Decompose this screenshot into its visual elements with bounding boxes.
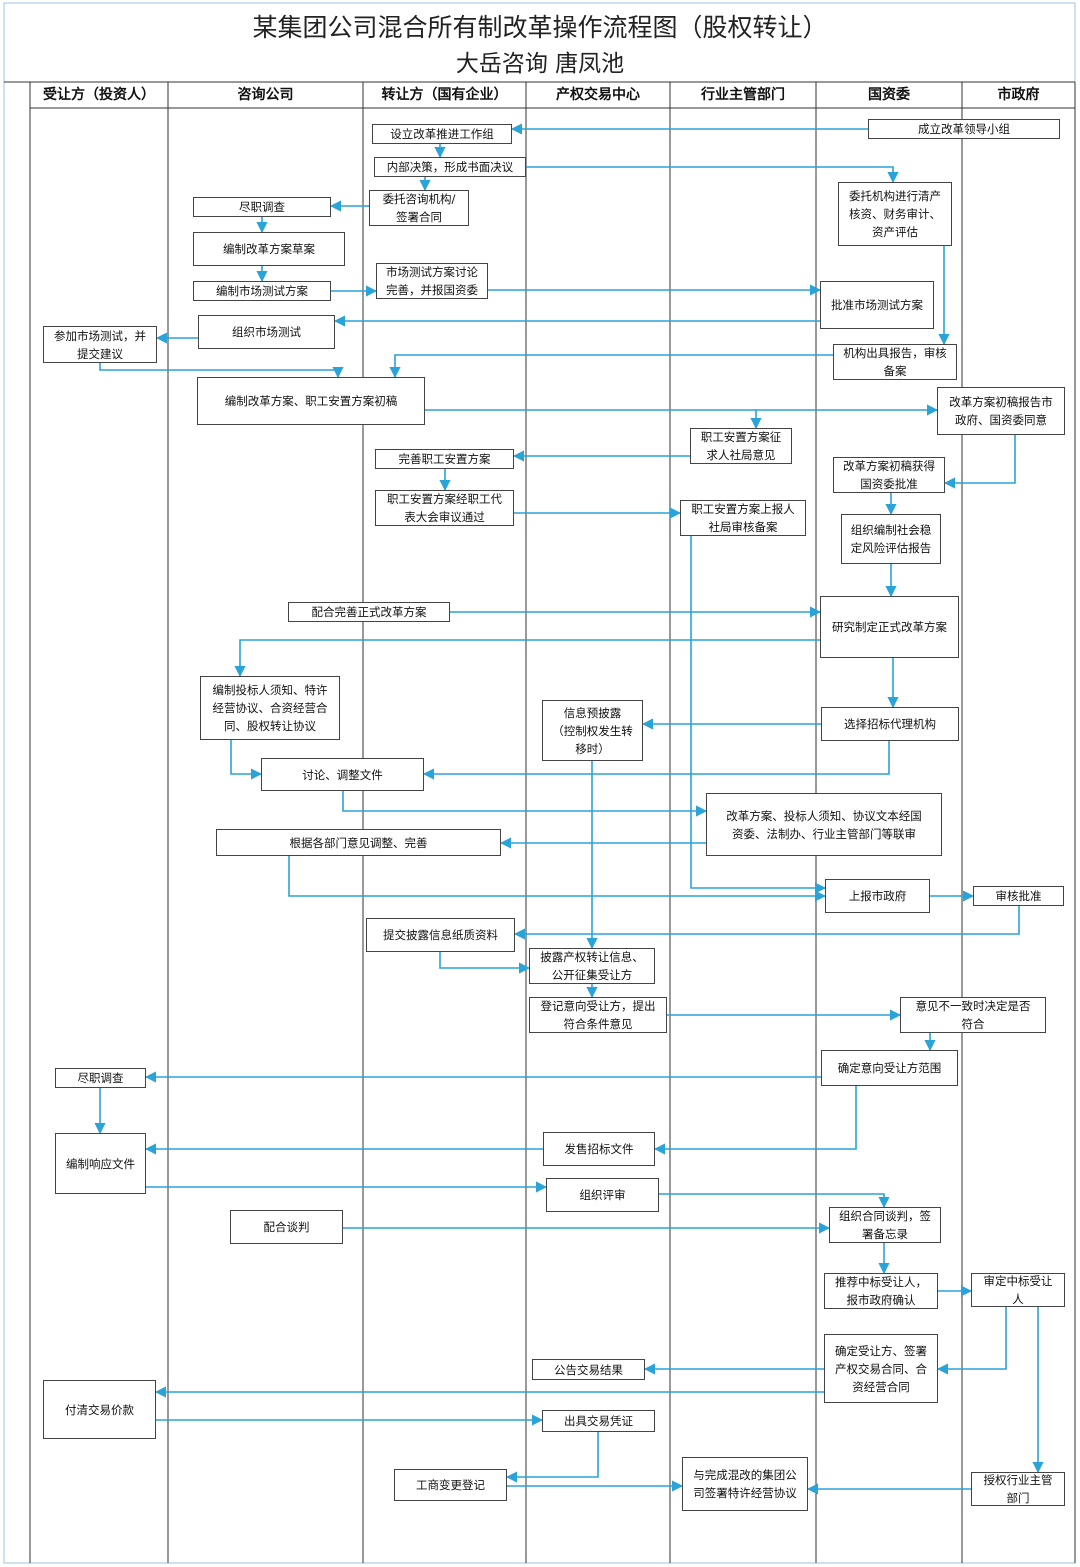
connector-arrow-12 — [99, 363, 344, 379]
step-bid-documents: 编制投标人须知、特许 经营协议、合资经营合 同、股权转让协议 — [200, 676, 340, 740]
step-market-test-review: 市场测试方案讨论 完善，并报国资委 — [376, 263, 488, 299]
step-city-gov-approve: 审核批准 — [973, 886, 1064, 906]
lane-header-exchange: 产权交易中心 — [556, 87, 640, 103]
step-risk-assessment: 组织编制社会稳 定风险评估报告 — [841, 514, 941, 564]
step-assist-formal-plan: 配合完善正式改革方案 — [288, 602, 450, 622]
step-due-diligence-investor: 尽职调查 — [55, 1068, 146, 1088]
step-business-registration: 工商变更登记 — [394, 1469, 507, 1501]
step-pay-price: 付清交易价款 — [43, 1380, 156, 1439]
step-asset-audit: 委托机构进行清产 核资、财务审计、 资产评估 — [838, 182, 952, 246]
connector-arrow-30 — [342, 791, 708, 817]
step-approve-winner: 审定中标受让 人 — [971, 1273, 1065, 1307]
step-organize-market-test: 组织市场测试 — [198, 315, 335, 349]
connector-arrow-35 — [513, 906, 1020, 940]
step-hire-consultant: 委托咨询机构/ 签署合同 — [369, 190, 469, 226]
page-title: 某集团公司混合所有制改革操作流程图（股权转让） — [252, 13, 828, 42]
step-plan-report-approval: 改革方案初稿报告市 政府、国资委同意 — [937, 387, 1065, 435]
step-submit-disclosure-docs: 提交披露信息纸质资料 — [366, 918, 515, 952]
step-draft-reform-staff-plan: 编制改革方案、职工安置方案初稿 — [197, 377, 425, 425]
step-adjust-per-opinions: 根据各部门意见调整、完善 — [216, 829, 501, 856]
connector-arrow-53 — [505, 1432, 599, 1483]
step-organize-evaluation: 组织评审 — [546, 1178, 659, 1212]
step-assist-negotiation: 配合谈判 — [230, 1210, 343, 1244]
step-confirm-bidders: 确定意向受让方范围 — [821, 1050, 958, 1086]
step-select-bidding-agent: 选择招标代理机构 — [821, 707, 959, 741]
step-staff-plan-filing: 职工安置方案上报人 社局审核备案 — [680, 500, 806, 536]
lane-header-consultant: 咨询公司 — [237, 87, 294, 103]
step-register-bidders: 登记意向受让方，提出 符合条件意见 — [529, 997, 667, 1033]
step-internal-decision: 内部决策，形成书面决议 — [374, 157, 526, 177]
connector-arrow-24 — [234, 639, 820, 678]
step-recommend-winner: 推荐中标受让人， 报市政府确认 — [824, 1273, 938, 1309]
step-report-city-gov: 上报市政府 — [825, 879, 930, 913]
lane-header-city-gov: 市政府 — [997, 87, 1040, 103]
lane-header-industry-dept: 行业主管部门 — [701, 87, 785, 103]
step-reform-workgroup: 设立改革推进工作组 — [372, 124, 512, 144]
connector-arrow-27 — [230, 740, 263, 780]
step-announce-result: 公告交易结果 — [532, 1359, 645, 1380]
step-disclose-transfer-info: 披露产权转让信息、 公开征集受让方 — [529, 948, 655, 984]
page-subtitle: 大岳咨询 唐凤池 — [455, 51, 625, 77]
step-response-documents: 编制响应文件 — [55, 1133, 146, 1194]
step-draft-plan: 编制改革方案草案 — [193, 232, 345, 266]
connector-arrow-32 — [690, 536, 827, 894]
step-pre-disclosure: 信息预披露 （控制权发生转 移时） — [542, 700, 643, 761]
step-sign-contracts: 确定受让方、签署 产权交易合同、合 资经营合同 — [824, 1334, 938, 1403]
step-join-market-test: 参加市场测试，并 提交建议 — [43, 326, 157, 363]
step-formal-reform-plan: 研究制定正式改革方案 — [820, 596, 959, 658]
connector-arrow-49 — [936, 1307, 1007, 1375]
lane-header-sasac: 国资委 — [868, 87, 910, 103]
step-approve-market-test: 批准市场测试方案 — [820, 281, 934, 329]
step-leading-group: 成立改革领导小组 — [868, 119, 1060, 139]
step-market-test-plan: 编制市场测试方案 — [193, 281, 331, 301]
step-discuss-documents: 讨论、调整文件 — [261, 758, 424, 791]
connector-arrow-18 — [943, 435, 1016, 489]
step-contract-negotiation: 组织合同谈判，签 署备忘录 — [829, 1207, 941, 1243]
step-disagreement-decision: 意见不一致时决定是否 符合 — [900, 997, 1046, 1033]
connector-arrow-13 — [389, 354, 833, 379]
step-due-diligence-consultant: 尽职调查 — [193, 197, 331, 217]
step-refine-staff-plan: 完善职工安置方案 — [375, 449, 514, 469]
connector-arrow-33 — [288, 856, 827, 902]
connector-arrow-36 — [439, 952, 531, 974]
step-agency-report: 机构出具报告，审核 备案 — [833, 344, 957, 380]
step-sell-tender-docs: 发售招标文件 — [543, 1132, 655, 1166]
step-hr-bureau-opinion: 职工安置方案征 求人社局意见 — [690, 428, 792, 464]
step-joint-review: 改革方案、投标人须知、协议文本经国 资委、法制办、行业主管部门等联审 — [706, 793, 942, 856]
connector-arrow-42 — [653, 1086, 857, 1155]
step-authorize-industry-dept: 授权行业主管 部门 — [971, 1472, 1065, 1506]
lane-header-transferor: 转让方（国有企业） — [381, 87, 508, 103]
step-franchise-agreement: 与完成混改的集团公 司签署特许经营协议 — [682, 1457, 808, 1511]
step-issue-certificate: 出具交易凭证 — [542, 1410, 655, 1432]
connector-arrow-45 — [659, 1193, 890, 1209]
connector-arrow-28 — [422, 741, 890, 780]
connector-arrows — [94, 123, 1044, 1495]
step-staff-congress: 职工安置方案经职工代 表大会审议通过 — [375, 490, 514, 526]
lane-header-investor: 受让方（投资人） — [43, 87, 155, 103]
connector-arrow-3 — [526, 166, 899, 184]
step-sasac-approval: 改革方案初稿获得 国资委批准 — [833, 457, 945, 493]
